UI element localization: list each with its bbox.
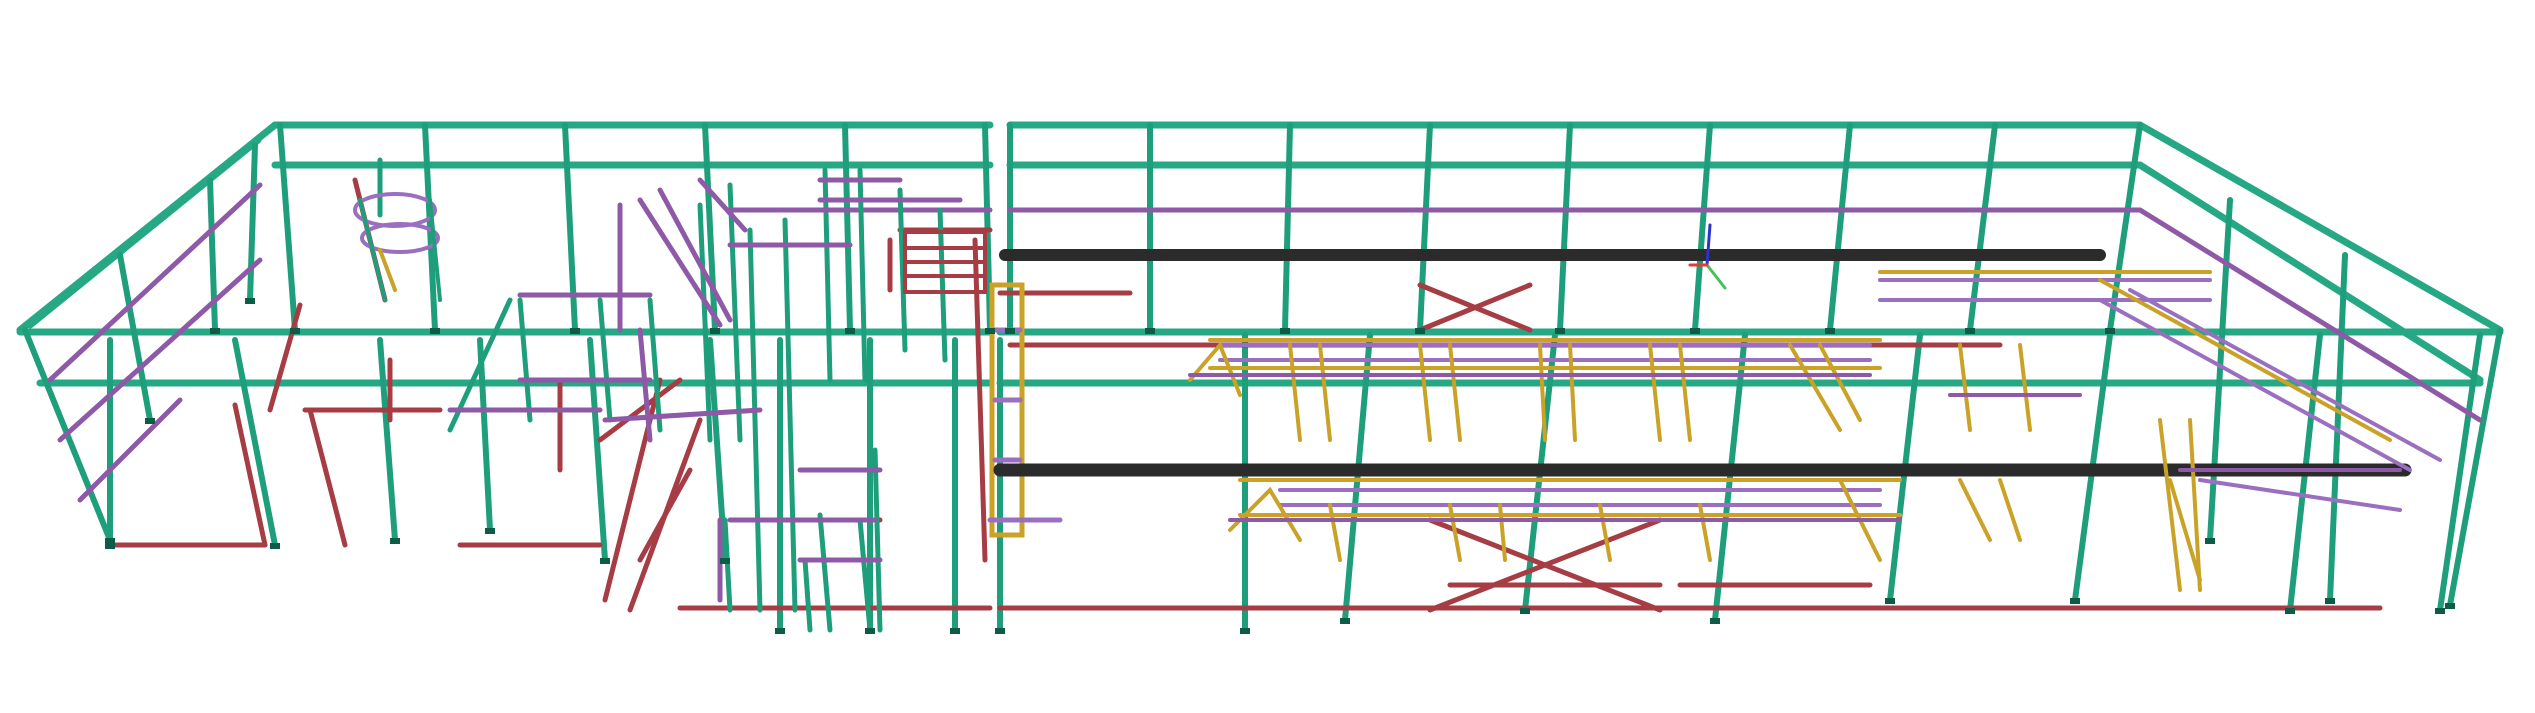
- base-plate: [105, 543, 115, 549]
- base-plate: [720, 558, 730, 564]
- base-plate: [775, 628, 785, 634]
- spiral-stair-platform: [353, 192, 442, 302]
- base-plate: [845, 328, 855, 334]
- base-plate: [2445, 603, 2455, 609]
- base-plate: [985, 328, 995, 334]
- base-plate: [290, 328, 300, 334]
- base-plate: [2325, 598, 2335, 604]
- base-plate: [600, 558, 610, 564]
- base-plate: [1415, 328, 1425, 334]
- base-plate: [1340, 618, 1350, 624]
- base-plate: [1005, 328, 1015, 334]
- base-plate: [1690, 328, 1700, 334]
- base-plate: [245, 298, 255, 304]
- base-plate: [2105, 328, 2115, 334]
- base-plate: [270, 543, 280, 549]
- girts: [47, 182, 2483, 503]
- base-plate: [2285, 608, 2295, 614]
- base-plate: [430, 328, 440, 334]
- center-tower-platforms: [987, 282, 1063, 538]
- base-plate: [145, 418, 155, 424]
- base-plate: [1520, 608, 1530, 614]
- base-plate: [390, 538, 400, 544]
- base-plate: [1825, 328, 1835, 334]
- monorail-beams: [993, 249, 2412, 477]
- left-bay-interior-frames: [377, 157, 963, 633]
- center-stair-flight: [903, 230, 987, 294]
- base-plate: [210, 328, 220, 334]
- base-plate: [1965, 328, 1975, 334]
- base-plate: [485, 528, 495, 534]
- base-plate: [1710, 618, 1720, 624]
- lower-walkway: [1228, 468, 2402, 582]
- base-plate: [1555, 328, 1565, 334]
- base-plate: [570, 328, 580, 334]
- base-plate: [1885, 598, 1895, 604]
- base-plate: [1145, 328, 1155, 334]
- columns: [22, 122, 2503, 633]
- base-plate: [710, 328, 720, 334]
- base-plate: [1280, 328, 1290, 334]
- base-plate: [2435, 608, 2445, 614]
- axis-triad-icon: [1688, 223, 1727, 290]
- base-plates: [105, 298, 2455, 634]
- base-plate: [950, 628, 960, 634]
- base-plate: [2205, 538, 2215, 544]
- base-plate: [2070, 598, 2080, 604]
- base-plate: [1240, 628, 1250, 634]
- upper-walkway: [1188, 270, 2442, 592]
- base-plate: [105, 538, 115, 544]
- base-plate: [865, 628, 875, 634]
- base-plate: [995, 628, 1005, 634]
